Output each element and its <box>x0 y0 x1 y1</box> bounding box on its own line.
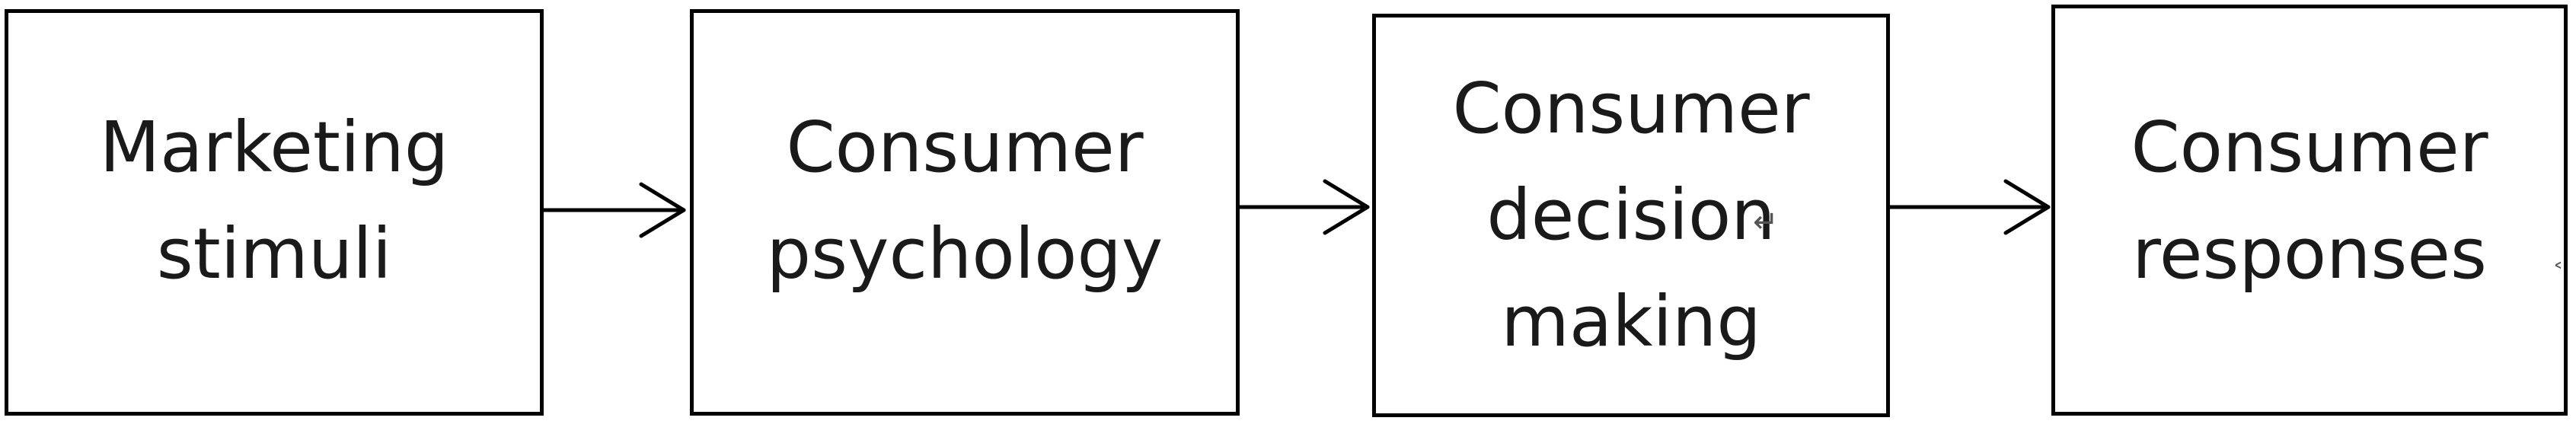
step-label-line: Consumer <box>1452 68 1810 149</box>
step-label-line: decision <box>1486 174 1776 256</box>
step-label: Consumer psychology <box>767 94 1164 330</box>
arrow-2 <box>1237 179 1370 235</box>
arrow-1 <box>541 182 686 238</box>
paragraph-mark-icon: ˂ <box>2552 260 2564 287</box>
step-box-marketing-stimuli: Marketing stimuli <box>5 9 544 416</box>
step-label-line: psychology <box>766 213 1164 295</box>
step-box-consumer-responses: Consumer responses <box>2051 5 2568 416</box>
paragraph-mark-icon: ↵ <box>1753 205 1779 240</box>
step-label-line: making <box>1501 281 1761 362</box>
step-label: Consumer responses <box>2131 94 2488 326</box>
step-label-line: stimuli <box>156 213 392 295</box>
arrow-3 <box>1888 179 2051 235</box>
step-box-consumer-decision-making: Consumer decision making <box>1372 14 1890 417</box>
step-label: Marketing stimuli <box>100 94 449 330</box>
step-box-consumer-psychology: Consumer psychology <box>690 9 1240 416</box>
step-label-line: Consumer <box>2131 107 2488 188</box>
step-label-line: Consumer <box>786 107 1144 188</box>
step-label-line: responses <box>2132 213 2487 295</box>
step-label-line: Marketing <box>99 107 449 188</box>
step-label: Consumer decision making <box>1452 56 1809 375</box>
